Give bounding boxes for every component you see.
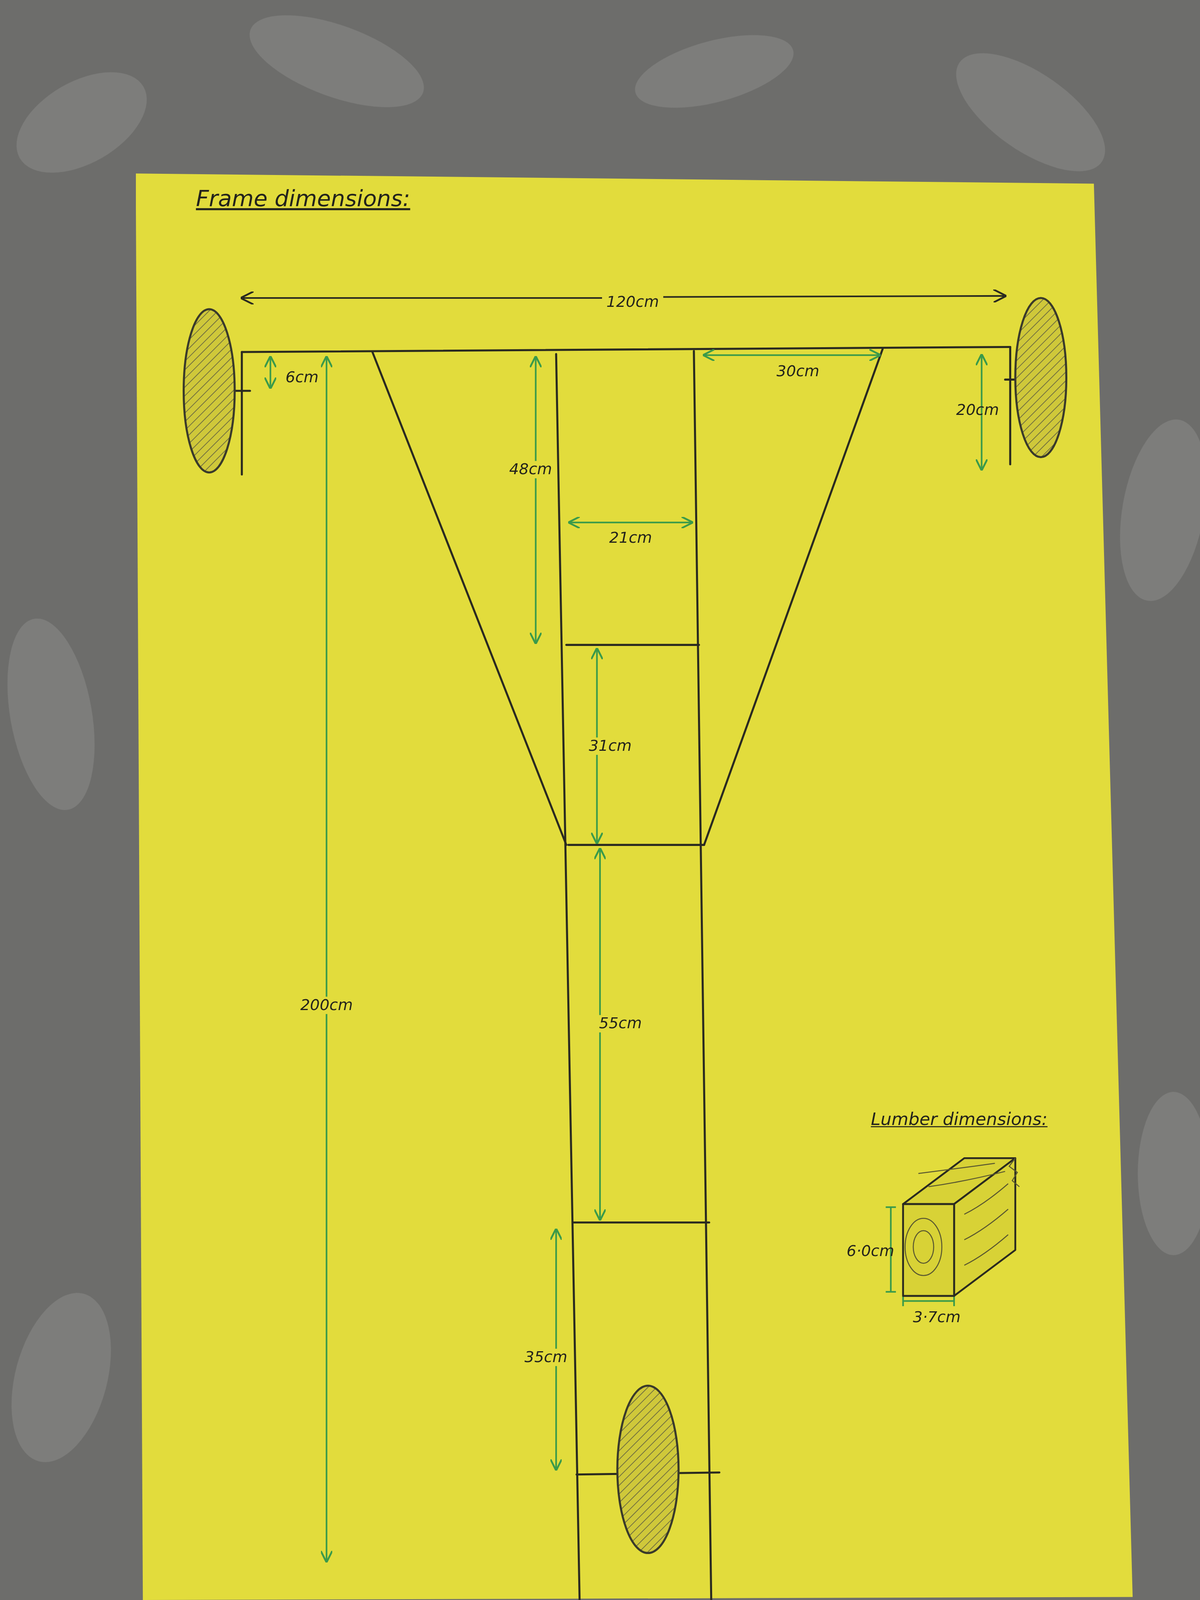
dimension-label: 35cm <box>522 1348 570 1366</box>
dimension-label: 21cm <box>609 529 653 547</box>
dimension-label: 55cm <box>596 1014 644 1032</box>
dimension-label: 20cm <box>956 401 999 419</box>
diagram-title: Frame dimensions: <box>195 186 411 212</box>
dimension-label: Lumber dimensions: <box>870 1109 1048 1129</box>
dimension-label: 48cm <box>507 460 555 478</box>
dimension-label: 120cm <box>604 293 661 311</box>
dimension-label: 30cm <box>776 362 820 380</box>
dimension-label: 3·7cm <box>912 1308 961 1326</box>
dimension-label: 6cm <box>285 368 319 386</box>
dimension-label: 6·0cm <box>846 1242 894 1260</box>
dimension-label: 31cm <box>586 737 634 755</box>
dimension-label: 200cm <box>298 996 355 1014</box>
